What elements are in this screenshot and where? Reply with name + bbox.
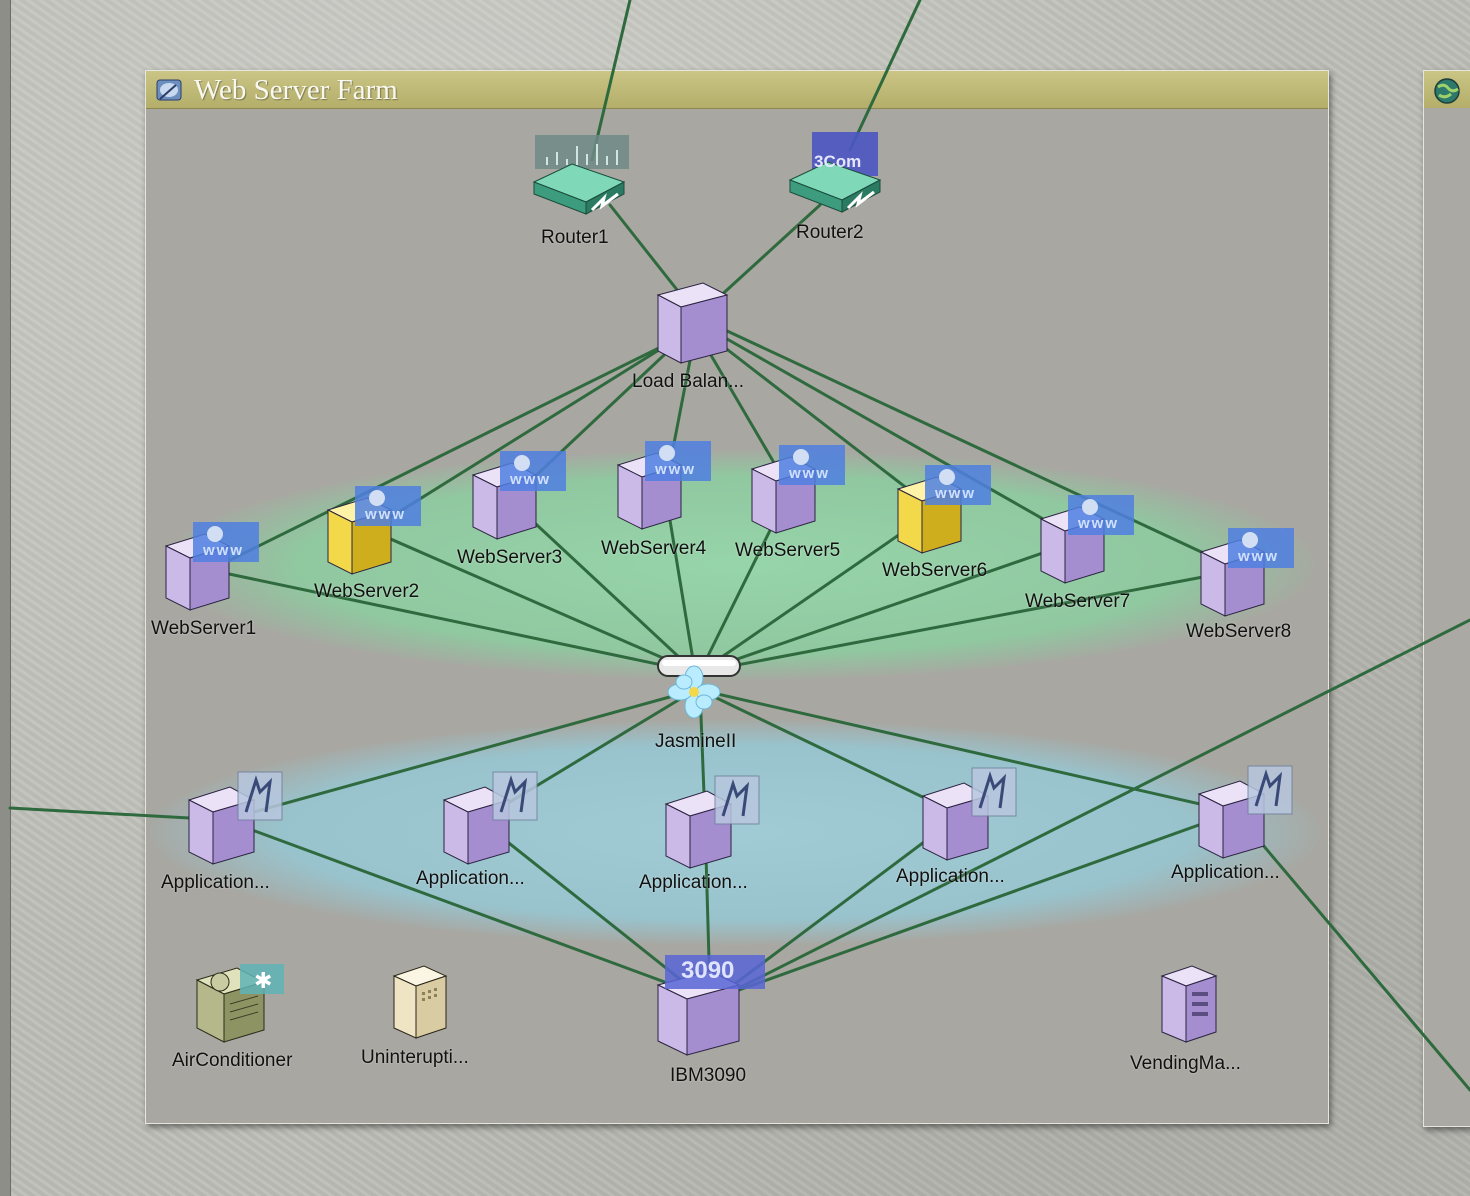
air-conditioner-label: AirConditioner [172, 1050, 293, 1071]
ups-label: Uninterupti... [361, 1047, 469, 1068]
adjacent-group-frame[interactable] [1423, 70, 1470, 1127]
router2-label: Router2 [796, 222, 864, 243]
application-server-label: Application... [639, 872, 748, 893]
web-server-node[interactable]: www [749, 445, 849, 540]
www-badge: www [935, 485, 977, 502]
mainframe-node[interactable]: 3090 [655, 955, 770, 1060]
router-icon [532, 135, 629, 215]
application-server-icon [1197, 765, 1293, 859]
router-icon [788, 132, 882, 213]
web-server-icon [1039, 495, 1134, 584]
application-server-node[interactable] [441, 771, 541, 867]
web-server-label: WebServer4 [601, 538, 707, 559]
application-server-node[interactable] [663, 775, 763, 871]
web-server-node[interactable]: www [615, 441, 715, 536]
mainframe-icon [656, 955, 765, 1056]
www-badge: www [1078, 515, 1120, 532]
router1-label: Router1 [541, 227, 609, 248]
web-server-icon [164, 522, 259, 611]
application-server-node[interactable] [920, 767, 1020, 863]
adjacent-group-title-bar[interactable] [1424, 71, 1470, 108]
web-server-node[interactable]: www [470, 451, 570, 546]
load-balancer-node[interactable] [655, 275, 735, 370]
www-badge: www [365, 506, 407, 523]
vending-machine-node[interactable] [1158, 962, 1228, 1047]
web-server-node[interactable]: www [895, 465, 995, 560]
www-badge: www [203, 542, 245, 559]
web-server-icon [471, 451, 566, 540]
web-server-icon [616, 441, 711, 530]
web-server-label: WebServer3 [457, 547, 563, 568]
application-server-node[interactable] [1196, 765, 1296, 861]
web-server-icon [1199, 528, 1294, 617]
application-server-icon [187, 771, 283, 865]
network-group-icon [156, 79, 182, 101]
web-server-icon [896, 465, 991, 554]
router2-node[interactable]: 3Com [788, 130, 888, 220]
web-server-node[interactable]: www [163, 522, 263, 617]
server-icon [656, 282, 729, 364]
www-badge: www [789, 465, 831, 482]
hub-label: JasmineII [655, 731, 737, 752]
web-server-label: WebServer8 [1186, 621, 1292, 642]
web-server-label: WebServer2 [314, 581, 420, 602]
application-server-label: Application... [1171, 862, 1280, 883]
application-server-node[interactable] [186, 771, 286, 867]
application-server-icon [664, 775, 760, 869]
hub-node[interactable] [656, 652, 746, 727]
www-badge: www [655, 461, 697, 478]
mainframe-label: IBM3090 [670, 1065, 747, 1086]
air-conditioner-node[interactable]: ✱ [192, 960, 287, 1045]
application-server-icon [921, 767, 1017, 861]
globe-icon [1434, 78, 1460, 104]
group-title-bar[interactable]: Web Server Farm [146, 71, 1328, 109]
vendor-badge: 3Com [814, 152, 862, 171]
application-server-label: Application... [416, 868, 525, 889]
application-server-icon [442, 771, 538, 865]
web-server-icon [750, 445, 845, 534]
web-server-label: WebServer7 [1025, 591, 1131, 612]
hub-icon [657, 655, 741, 719]
www-badge: www [510, 471, 552, 488]
vending-machine-icon [1160, 965, 1218, 1043]
group-title: Web Server Farm [194, 74, 398, 106]
ups-node[interactable] [388, 962, 458, 1042]
web-server-icon [326, 486, 421, 575]
application-server-label: Application... [161, 872, 270, 893]
model-badge: 3090 [681, 957, 735, 984]
application-server-label: Application... [896, 866, 1005, 887]
router1-node[interactable] [532, 132, 632, 222]
web-server-label: WebServer1 [151, 618, 257, 639]
web-server-node[interactable]: www [325, 486, 425, 581]
svg-text:✱: ✱ [254, 969, 272, 994]
left-panel-edge [0, 0, 11, 1196]
load-balancer-label: Load Balan... [632, 371, 744, 392]
web-server-label: WebServer5 [735, 540, 841, 561]
air-conditioner-icon: ✱ [195, 964, 284, 1043]
web-server-label: WebServer6 [882, 560, 988, 581]
web-server-node[interactable]: www [1038, 495, 1138, 590]
vending-machine-label: VendingMa... [1130, 1053, 1241, 1074]
www-badge: www [1238, 548, 1280, 565]
ups-icon [392, 965, 448, 1039]
web-server-node[interactable]: www [1198, 528, 1298, 623]
